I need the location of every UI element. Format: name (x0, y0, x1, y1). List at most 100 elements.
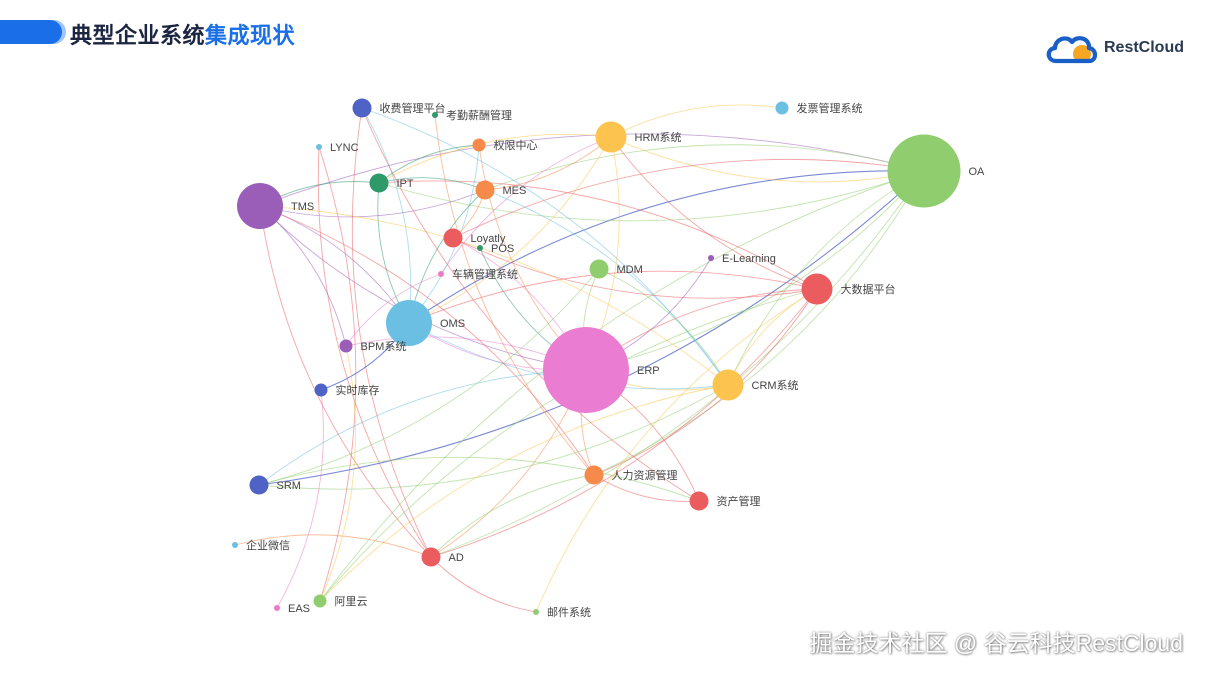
node-阿里云[interactable]: 阿里云 (313, 594, 368, 609)
node-circle[interactable] (249, 475, 269, 495)
node-收费管理平台[interactable]: 收费管理平台 (352, 98, 446, 118)
node-ERP[interactable]: ERP (543, 327, 660, 413)
node-Loyatly[interactable]: Loyatly (443, 228, 506, 248)
node-AD[interactable]: AD (421, 547, 464, 567)
edge-OA-HRM系统 (610, 136, 925, 183)
node-circle[interactable] (432, 112, 438, 118)
node-circle[interactable] (584, 465, 604, 485)
node-E-Learning[interactable]: E-Learning (708, 253, 776, 265)
node-label: CRM系统 (752, 379, 799, 392)
node-circle[interactable] (775, 101, 789, 115)
edge-ERP-SRM (258, 369, 587, 486)
node-LYNC[interactable]: LYNC (316, 142, 359, 154)
node-资产管理[interactable]: 资产管理 (689, 491, 761, 511)
node-label: MES (503, 185, 527, 197)
node-circle[interactable] (438, 271, 444, 277)
edge-人力资源管理-资产管理 (593, 474, 700, 502)
node-发票管理系统[interactable]: 发票管理系统 (775, 101, 863, 115)
node-EAS[interactable]: EAS (274, 603, 310, 615)
edge-大数据平台-IPT (378, 180, 818, 290)
node-label: 资产管理 (717, 494, 761, 508)
node-circle[interactable] (708, 255, 714, 261)
edge-大数据平台-AD (430, 288, 818, 558)
edge-权限中心-OMS (408, 144, 480, 324)
node-POS[interactable]: POS (477, 243, 514, 255)
node-BPM系统[interactable]: BPM系统 (339, 339, 407, 354)
edge-MDM-CRM系统 (598, 268, 729, 386)
node-企业微信[interactable]: 企业微信 (232, 538, 290, 552)
node-label: 收费管理平台 (380, 101, 446, 115)
node-MDM[interactable]: MDM (589, 259, 643, 279)
node-大数据平台[interactable]: 大数据平台 (801, 273, 896, 305)
edge-OA-ERP (585, 170, 925, 371)
node-邮件系统[interactable]: 邮件系统 (533, 606, 591, 619)
node-circle[interactable] (369, 173, 389, 193)
node-circle[interactable] (274, 605, 280, 611)
node-label: 车辆管理系统 (452, 267, 518, 281)
node-circle[interactable] (339, 339, 353, 353)
node-circle[interactable] (712, 369, 744, 401)
edge-HRM系统-IPT (378, 133, 612, 184)
edge-阿里云-BPM系统 (319, 345, 356, 602)
node-circle[interactable] (232, 542, 238, 548)
node-circle[interactable] (689, 491, 709, 511)
edge-HRM系统-MES (484, 136, 612, 191)
node-circle[interactable] (313, 594, 327, 608)
node-circle[interactable] (352, 98, 372, 118)
edge-OMS-大数据平台 (408, 270, 818, 324)
node-circle[interactable] (887, 134, 961, 208)
edge-TMS-人力资源管理 (259, 205, 595, 476)
node-车辆管理系统[interactable]: 车辆管理系统 (438, 267, 518, 281)
node-circle[interactable] (421, 547, 441, 567)
node-OMS[interactable]: OMS (386, 300, 465, 346)
node-IPT[interactable]: IPT (369, 173, 414, 193)
node-circle[interactable] (477, 245, 483, 251)
node-label: OMS (440, 318, 465, 330)
node-circle[interactable] (237, 183, 283, 229)
node-circle[interactable] (595, 121, 627, 153)
edge-layer (234, 104, 925, 613)
node-circle[interactable] (589, 259, 609, 279)
edge-TMS-AD (259, 205, 432, 558)
title-part-2: 集成现状 (205, 23, 296, 48)
edge-SRM-MDM (258, 268, 600, 486)
node-label: OA (969, 166, 986, 178)
edge-OA-IPT (378, 170, 925, 222)
node-circle[interactable] (801, 273, 833, 305)
node-TMS[interactable]: TMS (237, 183, 314, 229)
node-考勤薪酬管理[interactable]: 考勤薪酬管理 (432, 108, 512, 122)
node-label: ERP (637, 365, 660, 377)
node-人力资源管理[interactable]: 人力资源管理 (584, 465, 678, 485)
node-circle[interactable] (316, 144, 322, 150)
node-circle[interactable] (386, 300, 432, 346)
node-MES[interactable]: MES (475, 180, 527, 200)
node-circle[interactable] (472, 138, 486, 152)
node-label: LYNC (330, 142, 359, 154)
node-circle[interactable] (475, 180, 495, 200)
edge-HRM系统-车辆管理系统 (440, 136, 612, 275)
node-OA[interactable]: OA (887, 134, 986, 208)
restcloud-logo: RestCloud (1044, 28, 1194, 68)
edge-OMS-HRM系统 (408, 136, 612, 324)
node-HRM系统[interactable]: HRM系统 (595, 121, 682, 153)
node-权限中心[interactable]: 权限中心 (472, 138, 538, 153)
edge-Loyatly-大数据平台 (452, 237, 818, 299)
node-label: BPM系统 (361, 340, 407, 353)
node-circle[interactable] (314, 383, 328, 397)
node-label: 邮件系统 (547, 606, 591, 619)
edge-OA-AD (430, 170, 925, 558)
edge-OA-MES (484, 144, 925, 191)
node-circle[interactable] (443, 228, 463, 248)
node-circle[interactable] (533, 609, 539, 615)
node-CRM系统[interactable]: CRM系统 (712, 369, 799, 401)
node-SRM[interactable]: SRM (249, 475, 301, 495)
node-label: 大数据平台 (841, 282, 896, 296)
node-实时库存[interactable]: 实时库存 (314, 383, 380, 397)
edge-EAS-实时库存 (276, 389, 324, 609)
edge-AD-邮件系统 (430, 556, 537, 613)
node-label: 企业微信 (246, 538, 290, 552)
node-label: 考勤薪酬管理 (446, 108, 512, 122)
node-circle[interactable] (543, 327, 629, 413)
edge-OA-CRM系统 (727, 170, 925, 386)
